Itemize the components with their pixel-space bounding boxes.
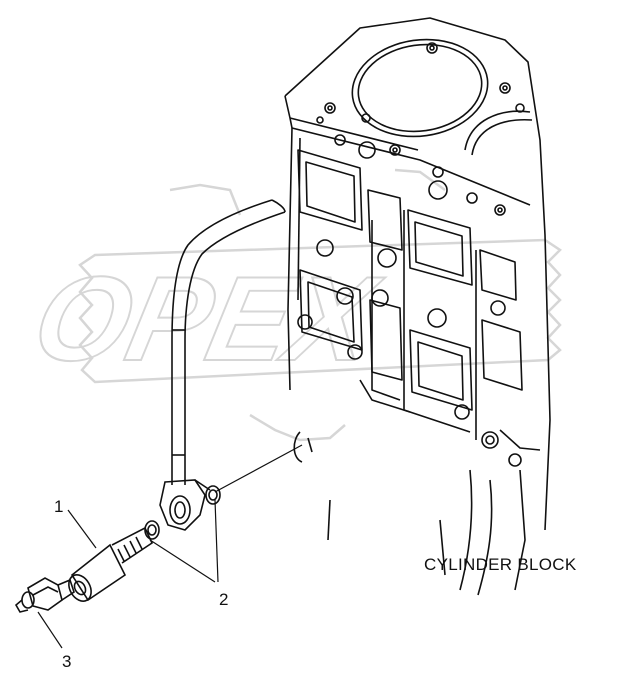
hollow-bolt-adapter xyxy=(68,526,154,602)
leader-1 xyxy=(67,509,97,549)
leader-lines xyxy=(37,444,303,649)
leader-2b xyxy=(214,499,219,583)
banjo-fitting xyxy=(159,479,211,531)
leader-2a xyxy=(149,539,216,583)
leader-2c xyxy=(214,444,303,493)
caption-cylinder-block: CYLINDER BLOCK xyxy=(424,555,577,574)
cylinder-block-drawing xyxy=(284,17,551,596)
oil-pipe xyxy=(171,199,286,485)
opex-watermark: OPEX xyxy=(22,168,562,442)
leader-3 xyxy=(37,611,63,649)
callout-2: 2 xyxy=(219,590,228,609)
svg-text:OPEX: OPEX xyxy=(23,251,391,385)
sealing-washers xyxy=(144,485,221,540)
callout-1: 1 xyxy=(54,497,63,516)
oil-pressure-switch xyxy=(14,577,75,613)
callout-3: 3 xyxy=(62,652,71,671)
